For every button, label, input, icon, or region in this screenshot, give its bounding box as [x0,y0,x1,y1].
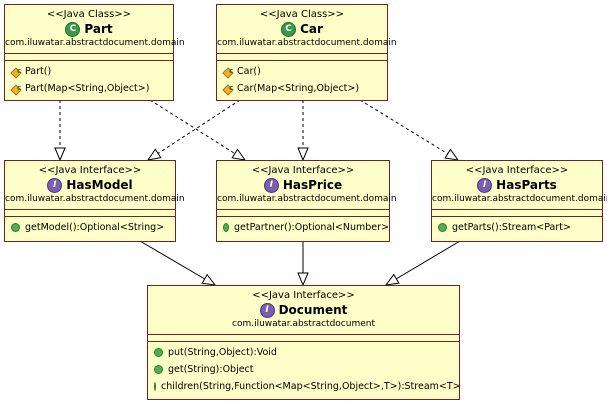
class-icon: C [65,21,81,37]
interface-icon: I [259,302,275,318]
method-item[interactable]: children(String,Function<Map<String,Obje… [154,378,461,395]
interface-name: Document [278,303,348,317]
stereotype-label: <<Java Interface>> [251,165,355,176]
stereotype-label: <<Java Interface>> [38,165,142,176]
package-label: com.iluwatar.abstractdocument.domain [5,38,185,48]
method-item[interactable]: getParts():Stream<Part> [438,219,602,236]
stereotype-label: <<Java Interface>> [465,165,569,176]
package-label: com.iluwatar.abstractdocument.domain [432,194,607,204]
public-method-icon [223,223,229,232]
public-method-icon [154,365,163,374]
class-icon: C [281,21,297,37]
car-realizes-hasmodel [148,99,241,160]
stereotype-label: <<Java Interface>> [252,290,355,301]
method-item[interactable]: getModel():Optional<String> [11,219,175,236]
interface-name: HasModel [66,178,133,192]
method-item[interactable]: get(String):Object [154,361,459,378]
method-item[interactable]: put(String,Object):Void [154,344,459,361]
constructor-icon: c [10,84,22,96]
package-label: com.iluwatar.abstractdocument [232,319,375,329]
hasparts-extends-document [386,240,461,285]
hasmodel-extends-document [139,240,215,285]
interface-name: HasParts [496,178,557,192]
constructor-icon: c [10,67,22,79]
package-label: com.iluwatar.abstractdocument.domain [217,38,397,48]
interface-icon: I [477,177,493,193]
interface-name: HasPrice [282,178,343,192]
constructor-icon: c [222,84,234,96]
package-label: com.iluwatar.abstractdocument.domain [5,194,185,204]
part-realizes-hasprice [149,99,245,160]
public-method-icon [154,348,163,357]
car-realizes-hasparts [359,99,458,160]
stereotype-label: <<Java Class>> [259,9,345,20]
package-label: com.iluwatar.abstractdocument.domain [217,194,397,204]
interface-icon: I [263,177,279,193]
stereotype-label: <<Java Class>> [46,9,132,20]
interface-icon: I [47,177,63,193]
constructor-icon: c [222,67,234,79]
method-item[interactable]: getPartner():Optional<Number> [223,219,389,236]
public-method-icon [438,223,447,232]
public-method-icon [11,223,20,232]
class-name: Car [300,22,323,36]
public-method-icon [154,382,156,391]
class-name: Part [84,22,113,36]
